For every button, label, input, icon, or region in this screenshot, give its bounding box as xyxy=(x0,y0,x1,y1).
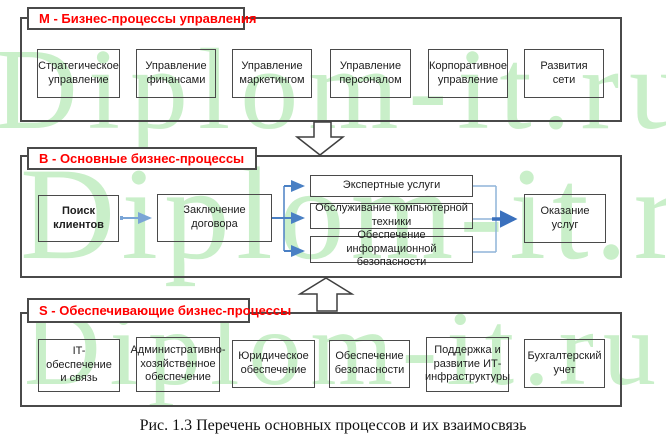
box-administrative-support: Административно-хозяйственное обеспечени… xyxy=(130,337,226,392)
box-finance-management: Управление финансами xyxy=(136,49,216,98)
box-security-support: Обеспечение безопасности xyxy=(329,340,410,388)
support-section-title: S - Обеспечивающие бизнес-процессы xyxy=(27,298,291,323)
box-marketing-management: Управление маркетингом xyxy=(232,49,312,98)
box-service-delivery: Оказание услуг xyxy=(524,194,606,243)
management-section-frame xyxy=(20,17,622,122)
support-section-frame xyxy=(20,312,622,407)
box-expert-services: Экспертные услуги xyxy=(310,175,473,197)
box-hr-management: Управление персоналом xyxy=(330,49,411,98)
box-strategic-management: Стратегическое управление xyxy=(37,49,120,98)
box-computer-maintenance: Обслуживание компьютерной техники xyxy=(310,202,473,229)
management-section-title: М - Бизнес-процессы управления xyxy=(27,7,256,30)
core-section-title: В - Основные бизнес-процессы xyxy=(27,147,257,170)
box-network-development: Развития сети xyxy=(524,49,604,98)
box-accounting: Бухгалтерский учет xyxy=(524,339,605,388)
core-section-frame xyxy=(20,155,622,278)
box-information-security: Обеспечение информационной безопасности xyxy=(310,229,473,268)
figure-caption: Рис. 1.3 Перечень основных процессов и и… xyxy=(139,417,527,434)
box-it-infrastructure-support: Поддержка и развитие ИТ-инфраструктуры xyxy=(425,337,510,392)
box-client-search: Поиск клиентов xyxy=(38,195,119,242)
box-contract-signing: Заключение договора xyxy=(157,194,272,242)
box-corporate-management: Корпоративное управление xyxy=(428,49,508,98)
box-legal-support: Юридическое обеспечение xyxy=(232,340,315,388)
box-it-support-and-comms: IT-обеспечение и связь xyxy=(38,339,120,392)
